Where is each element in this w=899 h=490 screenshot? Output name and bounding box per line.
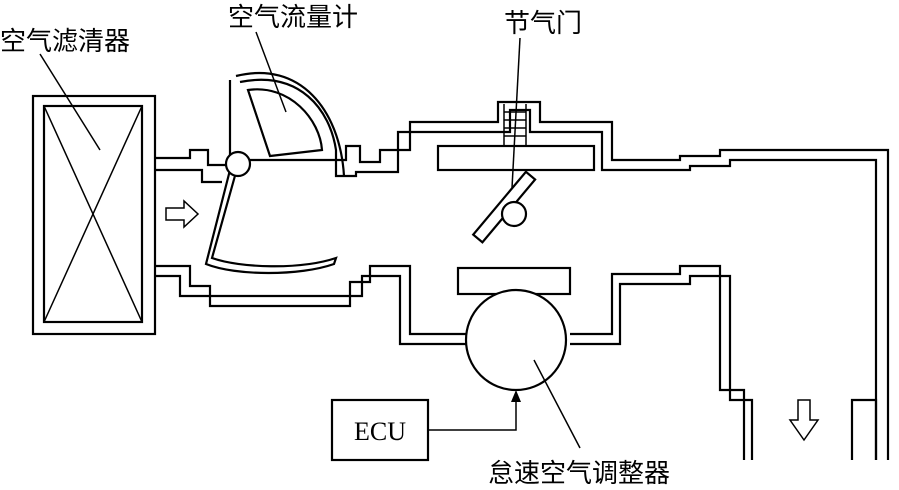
air-flow-meter xyxy=(204,71,890,460)
throttle-body xyxy=(436,104,596,296)
intake-duct xyxy=(155,148,468,346)
ecu-label: ECU xyxy=(354,417,406,446)
air-filter xyxy=(31,94,157,336)
leader-lines xyxy=(39,31,581,449)
outlet-duct xyxy=(570,264,878,460)
idle-air-control-valve xyxy=(464,288,568,392)
outflow-arrow-icon xyxy=(788,399,820,442)
throttle-plate xyxy=(471,170,537,244)
air-flow-meter-label: 空气流量计 xyxy=(228,3,358,33)
inflow-arrow-icon xyxy=(165,199,200,229)
air-filter-label: 空气滤清器 xyxy=(0,27,130,57)
ecu-box: ECU xyxy=(330,390,521,462)
idle-air-control-valve-label: 怠速空气调整器 xyxy=(488,459,670,489)
throttle-valve-label: 节气门 xyxy=(504,9,582,39)
